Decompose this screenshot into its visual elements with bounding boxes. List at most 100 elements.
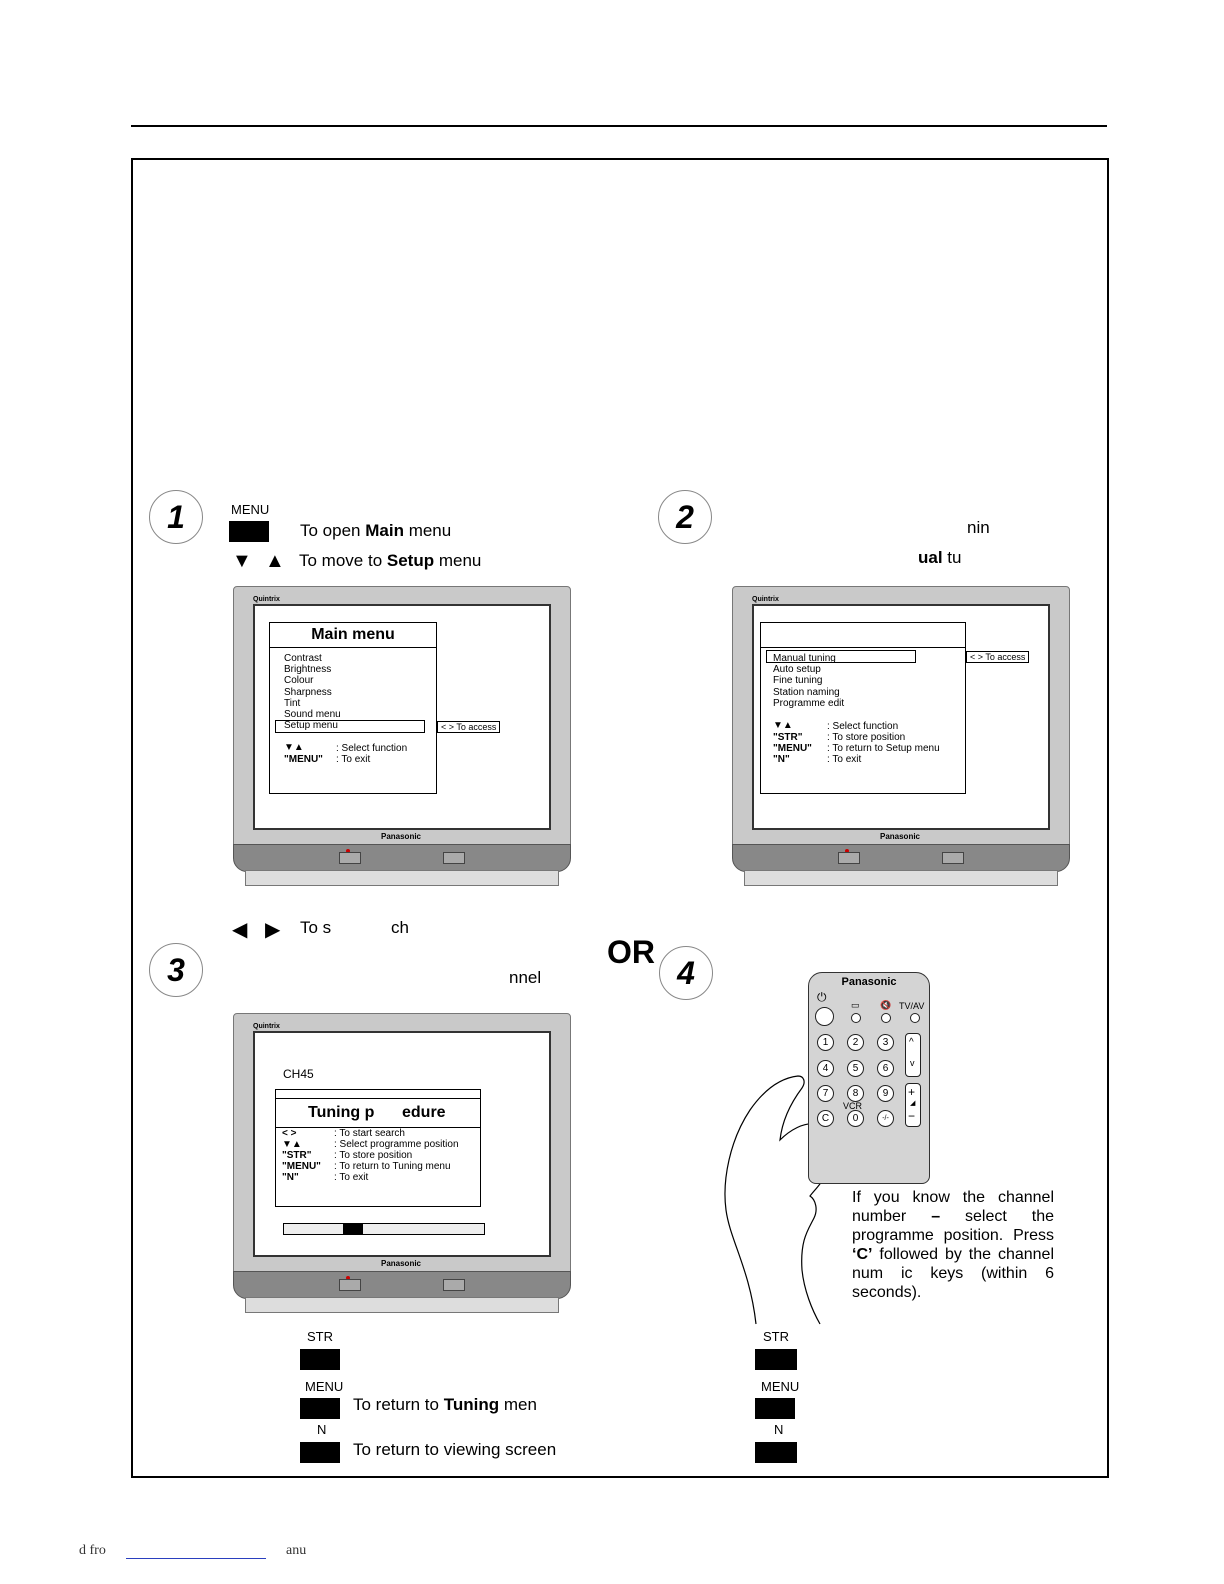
tv-left-button: [339, 1279, 361, 1291]
tv-left-button: [339, 852, 361, 864]
menu-selection-highlight: [275, 720, 425, 733]
menu-item-manual-tuning[interactable]: Manual tuning: [773, 653, 836, 664]
right-arrow-icon[interactable]: ▶: [265, 919, 281, 941]
hint-desc-exit: : To exit: [334, 1172, 369, 1183]
power-icon[interactable]: ⏻: [817, 990, 827, 1004]
channel-up-icon: ^: [909, 1037, 914, 1048]
menu-item-auto-setup[interactable]: Auto setup: [773, 664, 821, 675]
menu-item-station-naming[interactable]: Station naming: [773, 687, 840, 698]
menu-key-label: MENU: [761, 1379, 800, 1394]
n-key-label: N: [317, 1422, 327, 1437]
return-viewing-text: To return to viewing screen: [353, 1440, 557, 1459]
tuning-progress-bar: [283, 1223, 485, 1235]
menu-key-button[interactable]: [300, 1398, 340, 1419]
tv-brand: Panasonic: [380, 832, 421, 841]
channel-readout: CH45: [283, 1067, 314, 1081]
tvav-label: TV/AV: [899, 1001, 925, 1011]
tv-brand: Panasonic: [380, 1259, 421, 1268]
hint-desc-return: : To return to Setup menu: [827, 743, 940, 754]
tv-base: [233, 844, 571, 872]
power-button[interactable]: [815, 1007, 834, 1026]
menu-item-sound-menu[interactable]: Sound menu: [284, 709, 341, 720]
access-hint-box: < > To access: [437, 721, 501, 733]
hint-desc-store: : To store position: [827, 732, 906, 743]
step4-instructions: If you know the channel number – select …: [852, 1189, 1054, 1301]
hint-key-select: ▼▲: [284, 742, 304, 753]
hint-desc-store: : To store position: [334, 1150, 413, 1161]
digit-6-button[interactable]: 6: [877, 1060, 894, 1077]
hint-key-exit: "N": [773, 754, 790, 765]
str-key-label: STR: [763, 1329, 789, 1344]
up-arrow-icon[interactable]: ▲: [265, 550, 285, 572]
digit-2-button[interactable]: 2: [847, 1034, 864, 1051]
menu-item-programme-edit[interactable]: Programme edit: [773, 698, 845, 709]
footer-link-underline[interactable]: [126, 1558, 266, 1559]
hint-key-select: ▼▲: [773, 720, 793, 731]
return-tuning-text: To return to Tuning men: [353, 1395, 537, 1414]
digit-5-button[interactable]: 5: [847, 1060, 864, 1077]
menu-item-colour[interactable]: Colour: [284, 675, 314, 686]
volume-rocker[interactable]: + ◢ −: [905, 1083, 921, 1127]
menu-item-contrast[interactable]: Contrast: [284, 653, 322, 664]
tvav-button[interactable]: [910, 1013, 920, 1023]
menu-item-setup-menu[interactable]: Setup menu: [284, 720, 338, 731]
dash-dash-button[interactable]: -/-: [877, 1110, 894, 1127]
menu-key-label: MENU: [231, 502, 270, 517]
step-2-badge: 2: [658, 490, 712, 544]
mute-button[interactable]: [881, 1013, 891, 1023]
tv-power-led: [346, 849, 350, 853]
hint-desc-return: : To return to Tuning menu: [334, 1161, 451, 1172]
c-button[interactable]: C: [817, 1110, 834, 1127]
step-3-badge: 3: [149, 943, 203, 997]
access-hint-box: < > To access: [966, 651, 1030, 663]
tv-brand-top: Quintrix: [752, 596, 779, 603]
n-key-button[interactable]: [300, 1442, 340, 1463]
hint-key-exit: "N": [282, 1172, 299, 1183]
tv-base: [732, 844, 1070, 872]
tv-base: [233, 1271, 571, 1299]
tv-screen: Manual tuning Auto setup Fine tuning Sta…: [752, 604, 1050, 830]
menu-selection-highlight: [766, 650, 916, 663]
hint-key-search: < >: [282, 1128, 297, 1139]
menu-key-label: MENU: [305, 1379, 344, 1394]
content-frame: [131, 158, 1109, 1478]
left-arrow-icon[interactable]: ◀: [232, 919, 248, 941]
header-rule: [131, 125, 1107, 127]
tuning-title-part-a: Tuning p: [308, 1104, 375, 1121]
digit-0-button[interactable]: 0: [847, 1110, 864, 1127]
hint-desc-select: : Select function: [336, 743, 408, 754]
channel-down-icon: v: [910, 1058, 915, 1068]
digit-3-button[interactable]: 3: [877, 1034, 894, 1051]
tuning-title-part-b: edure: [402, 1104, 446, 1121]
digit-1-button[interactable]: 1: [817, 1034, 834, 1051]
menu-key-button[interactable]: [229, 521, 269, 542]
menu-item-tint[interactable]: Tint: [284, 698, 301, 709]
menu-item-sharpness[interactable]: Sharpness: [284, 687, 332, 698]
tv-right-button: [443, 852, 465, 864]
channel-rocker[interactable]: ^ v: [905, 1033, 921, 1077]
step-1-badge: 1: [149, 490, 203, 544]
menu-item-fine-tuning[interactable]: Fine tuning: [773, 675, 823, 686]
digit-7-button[interactable]: 7: [817, 1085, 834, 1102]
n-key-button[interactable]: [755, 1442, 797, 1463]
hint-key-return: "MENU": [773, 743, 812, 754]
tv-power-led: [845, 849, 849, 853]
mute-icon: 🔇: [880, 1000, 892, 1010]
str-key-button[interactable]: [300, 1349, 340, 1370]
volume-up-icon: +: [908, 1085, 916, 1099]
digit-8-button[interactable]: 8: [847, 1085, 864, 1102]
digit-4-button[interactable]: 4: [817, 1060, 834, 1077]
n-key-label: N: [774, 1422, 784, 1437]
str-key-button[interactable]: [755, 1349, 797, 1370]
teletext-button[interactable]: [851, 1013, 861, 1023]
menu-key-button[interactable]: [755, 1398, 795, 1419]
tv-brand-top: Quintrix: [253, 1023, 280, 1030]
step1-move-text: To move to Setup menu: [299, 551, 482, 570]
down-arrow-icon[interactable]: ▼: [232, 550, 252, 572]
volume-level-icon: ◢: [910, 1100, 916, 1107]
step-4-badge: 4: [659, 946, 713, 1000]
digit-9-button[interactable]: 9: [877, 1085, 894, 1102]
hint-key-select: ▼▲: [282, 1139, 302, 1150]
step2-fragment-2: ual tu: [918, 548, 962, 567]
menu-item-brightness[interactable]: Brightness: [284, 664, 332, 675]
